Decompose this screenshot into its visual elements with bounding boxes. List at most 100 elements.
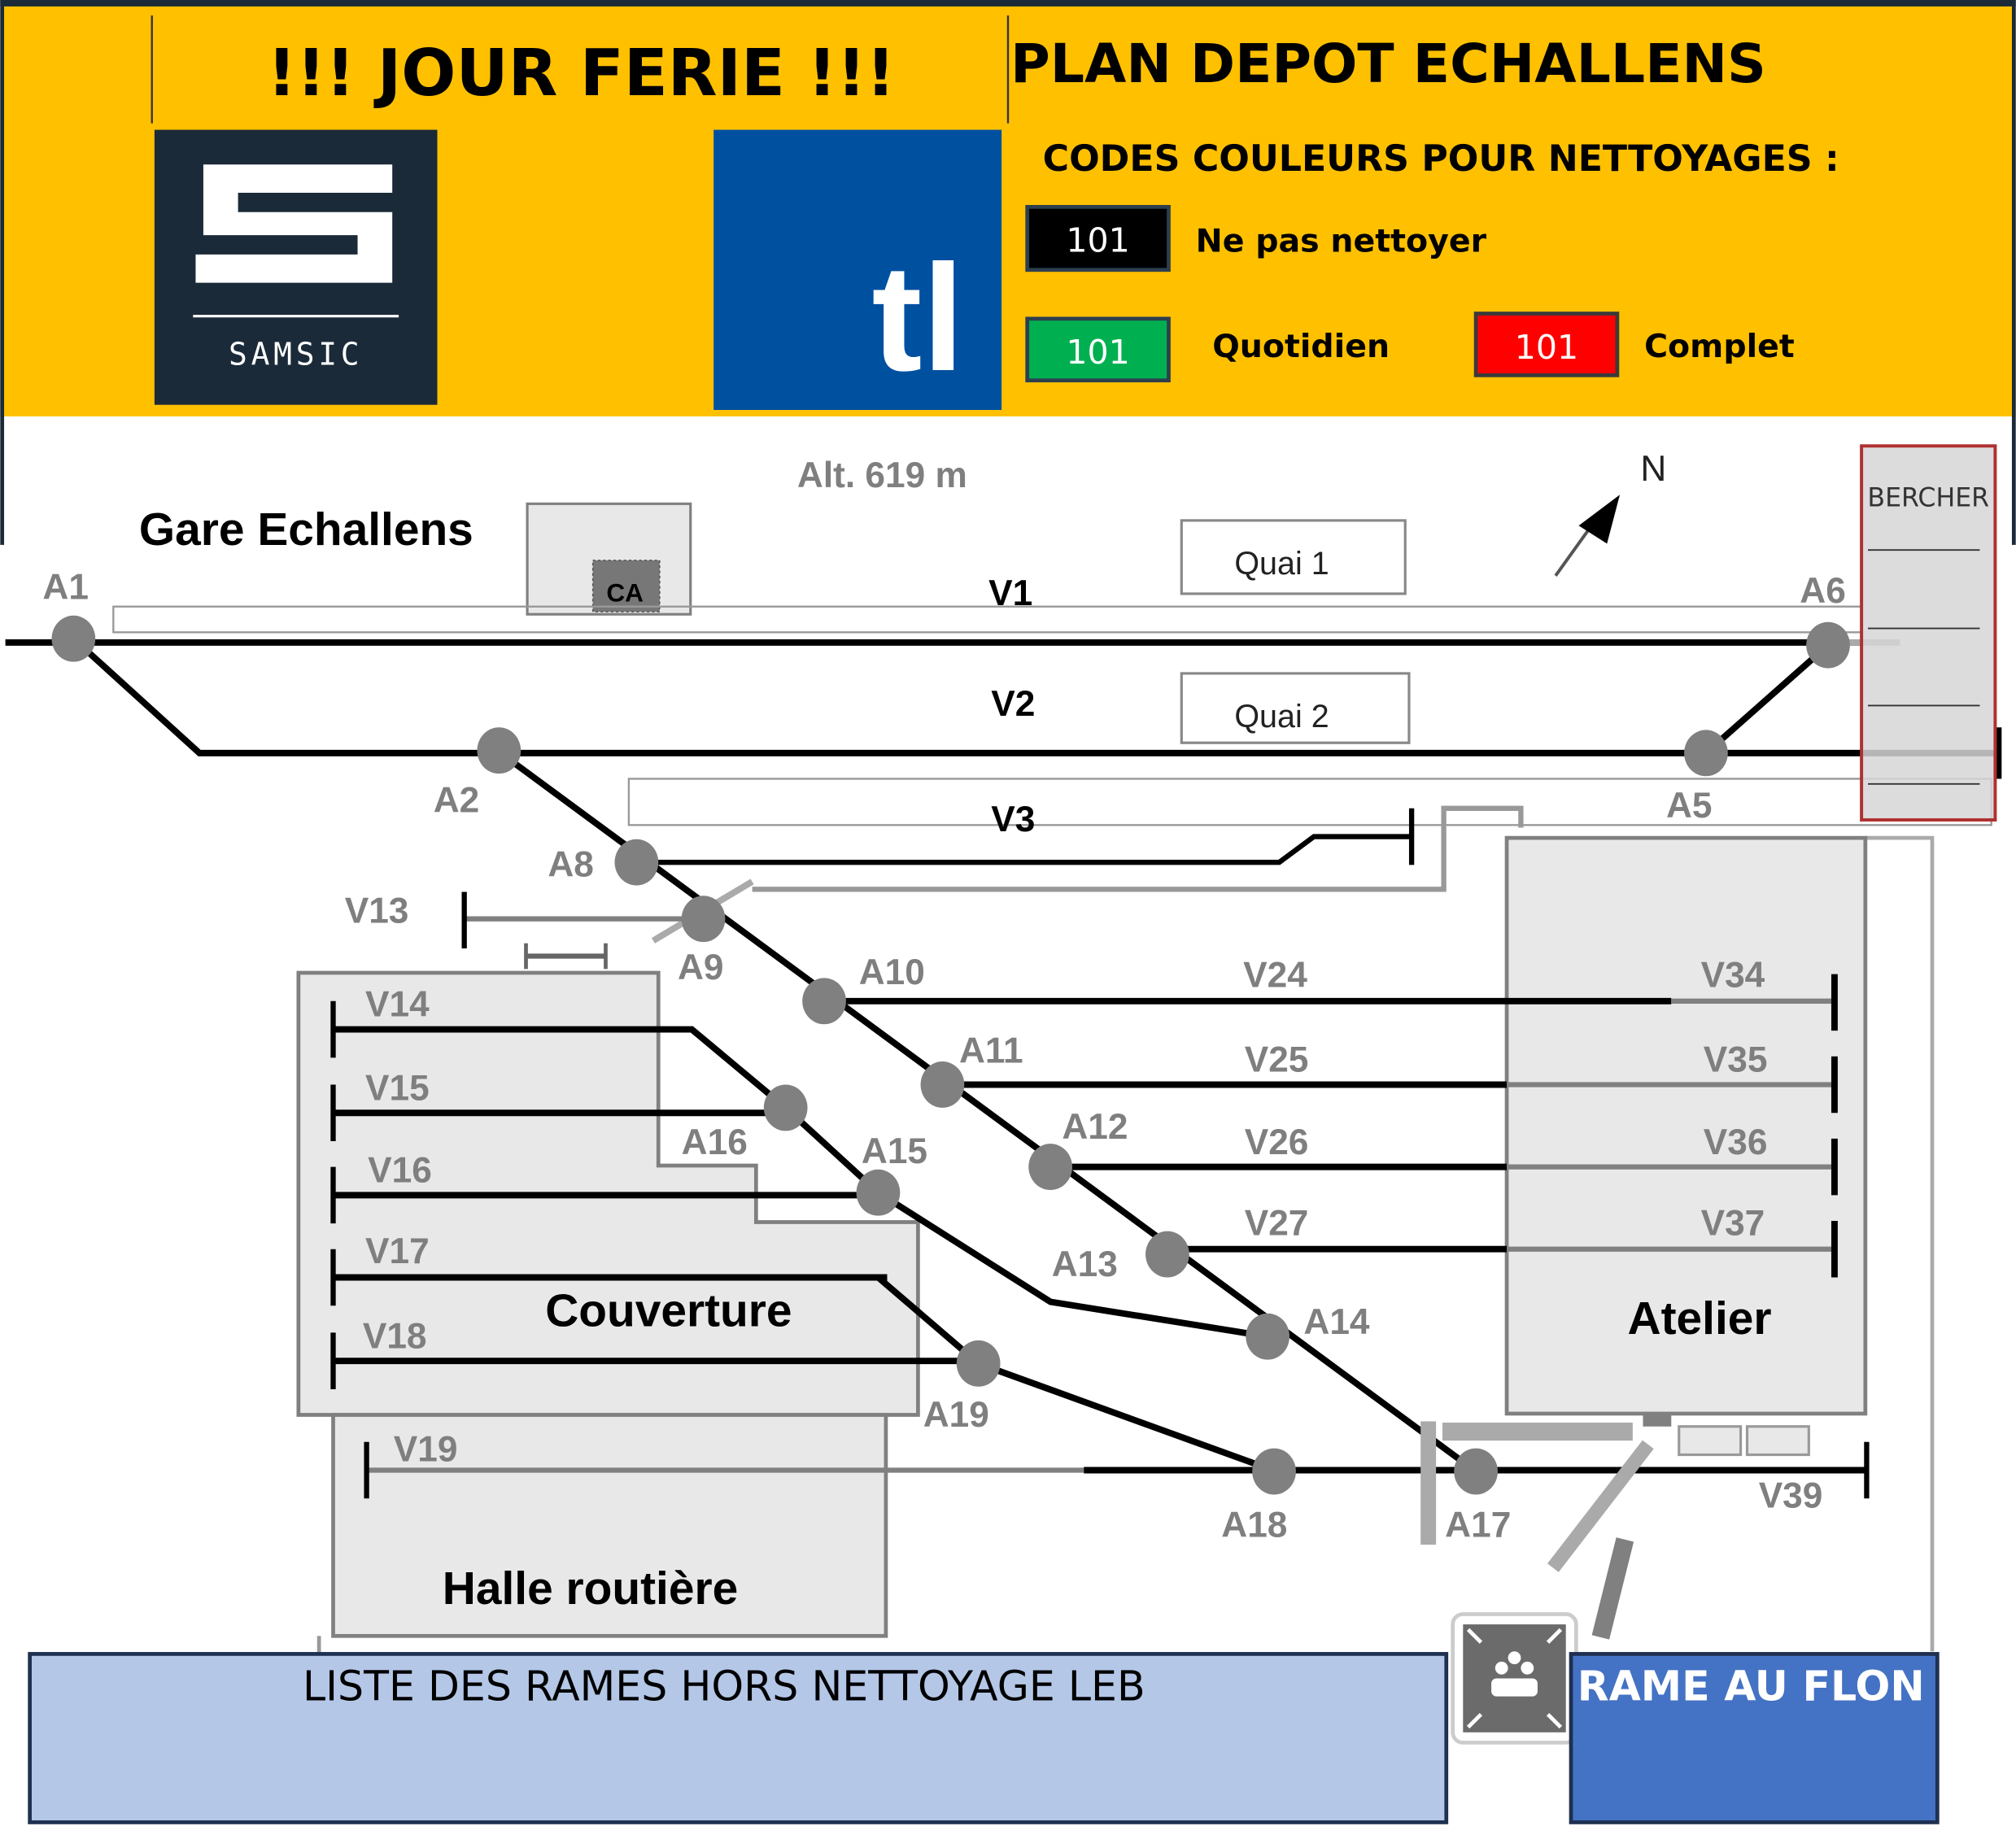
track-v3-siding[interactable]: [636, 834, 1412, 865]
samsic-s-icon: [195, 164, 393, 283]
altitude-label: Alt. 619 m: [797, 455, 967, 495]
switch-a2[interactable]: [477, 727, 521, 774]
quai-1-label: Quai 1: [1234, 546, 1329, 582]
rames-hors-nettoyage-panel[interactable]: LISTE DES RAMES HORS NETTOYAGE LEB: [28, 1652, 1449, 1824]
legend-number: 101: [1066, 333, 1129, 372]
switch-label: A6: [1800, 571, 1846, 611]
legend-label: Complet: [1644, 328, 1795, 365]
switch-label: A15: [862, 1131, 927, 1171]
track-a19-a18: [977, 1360, 1274, 1474]
legend-swatch-green: [1025, 316, 1171, 383]
switch-a17[interactable]: [1454, 1448, 1498, 1495]
switch-label: A13: [1052, 1244, 1118, 1284]
switch-nodes: [51, 615, 1850, 1495]
switch-a11[interactable]: [920, 1061, 965, 1108]
track-label-v13: V13: [345, 891, 409, 931]
halle-routiere-label: Halle routière: [443, 1563, 738, 1615]
switch-label: A18: [1221, 1506, 1287, 1545]
holiday-banner: !!! JOUR FERIE !!!: [267, 36, 895, 111]
track-label-v3: V3: [991, 800, 1035, 839]
track-label-v18: V18: [363, 1316, 427, 1356]
page-title: PLAN DEPOT ECHALLENS: [1010, 32, 1766, 95]
switch-a5[interactable]: [1684, 730, 1728, 777]
track-label-v14: V14: [365, 985, 430, 1025]
header: !!! JOUR FERIE !!! PLAN DEPOT ECHALLENS …: [0, 0, 2016, 545]
track-label-v15: V15: [365, 1068, 430, 1108]
ca-label: CA: [606, 578, 644, 607]
cleaning-color-legend: CODES COULEURS POUR NETTOYAGES : 101 Ne …: [1025, 138, 1839, 383]
switch-a1[interactable]: [51, 615, 96, 662]
switch-label: A14: [1303, 1302, 1370, 1342]
flon-panel-bg: [1569, 1652, 1940, 1824]
switch-a14[interactable]: [1246, 1313, 1290, 1360]
switch-label: A19: [923, 1395, 989, 1435]
legend-label: Ne pas nettoyer: [1196, 223, 1487, 260]
legend-item-daily: 101 Quotidien: [1025, 316, 1390, 383]
switch-label: A8: [548, 845, 594, 885]
legend-swatch-red: [1473, 312, 1620, 377]
tl-logo: tl: [713, 129, 1002, 411]
tl-logo-text: tl: [871, 233, 964, 403]
quai-2-box: [1180, 672, 1411, 744]
switch-a6[interactable]: [1806, 621, 1850, 669]
north-arrow-icon: [1554, 495, 1621, 577]
switch-label: A17: [1445, 1506, 1511, 1545]
track-v2[interactable]: [71, 636, 2000, 756]
switch-label: A9: [678, 948, 724, 987]
atelier-outline: [1865, 835, 1935, 1652]
assembly-point-icon: [1451, 1612, 1578, 1745]
switch-label: A10: [859, 952, 925, 992]
track-label-v2: V2: [991, 684, 1035, 724]
flon-panel-title: RAME AU FLON: [1577, 1662, 1925, 1710]
switch-a15[interactable]: [856, 1169, 901, 1216]
list-panel-bg: [28, 1652, 1449, 1824]
track-label-v1: V1: [988, 573, 1032, 613]
road-outline: [752, 805, 1524, 892]
legend-number: 101: [1066, 221, 1129, 260]
track-label-v19: V19: [394, 1429, 458, 1469]
legend-item-no-clean: 101 Ne pas nettoyer: [1025, 205, 1487, 272]
right-border: [2011, 0, 2016, 545]
list-panel-title: LISTE DES RAMES HORS NETTOYAGE LEB: [303, 1662, 1145, 1710]
switch-a12[interactable]: [1028, 1144, 1072, 1191]
legend-number: 101: [1515, 328, 1578, 367]
bercher-box: [1860, 444, 1997, 822]
switch-a10[interactable]: [802, 978, 846, 1025]
quai-1-box: [1180, 519, 1407, 595]
track-label-v35: V35: [1704, 1040, 1768, 1080]
track-v14[interactable]: [333, 1026, 788, 1110]
platform-v1: [112, 605, 1863, 634]
samsic-logo: SAMSIC: [154, 129, 438, 405]
track-label-v27: V27: [1245, 1203, 1309, 1243]
halle-routiere-building: [331, 1413, 888, 1638]
bercher-panel[interactable]: BERCHER: [1860, 444, 1997, 822]
switch-a13[interactable]: [1145, 1231, 1189, 1278]
track-label-v16: V16: [368, 1151, 432, 1191]
samsic-name: SAMSIC: [229, 337, 363, 373]
switch-a9[interactable]: [681, 896, 726, 943]
short-track-segment: [524, 943, 608, 970]
station-name: Gare Echallens: [139, 504, 473, 556]
couverture-label: Couverture: [545, 1286, 792, 1337]
north-label: N: [1640, 449, 1666, 489]
track-a15-a14: [876, 1189, 1268, 1340]
rame-au-flon-panel[interactable]: RAME AU FLON: [1569, 1652, 1940, 1824]
track-diagonal-main: [496, 749, 1478, 1475]
platform-v3: [627, 778, 1992, 826]
track-label-v34: V34: [1701, 955, 1765, 995]
legend-heading: CODES COULEURS POUR NETTOYAGES :: [1043, 138, 1839, 180]
track-label-v24: V24: [1243, 955, 1307, 995]
switch-a18[interactable]: [1252, 1448, 1296, 1495]
track-label-v25: V25: [1245, 1040, 1309, 1080]
switch-label: A11: [959, 1031, 1023, 1071]
switch-a16[interactable]: [763, 1084, 808, 1131]
switch-a19[interactable]: [956, 1340, 1001, 1387]
legend-swatch-black: [1025, 205, 1171, 272]
switch-a8[interactable]: [614, 839, 659, 886]
yard-structures: [1420, 1413, 1810, 1640]
header-top-border: [0, 0, 2016, 7]
left-border: [0, 0, 5, 545]
legend-label: Quotidien: [1212, 328, 1390, 365]
tl-logo-bg: [713, 129, 1002, 411]
